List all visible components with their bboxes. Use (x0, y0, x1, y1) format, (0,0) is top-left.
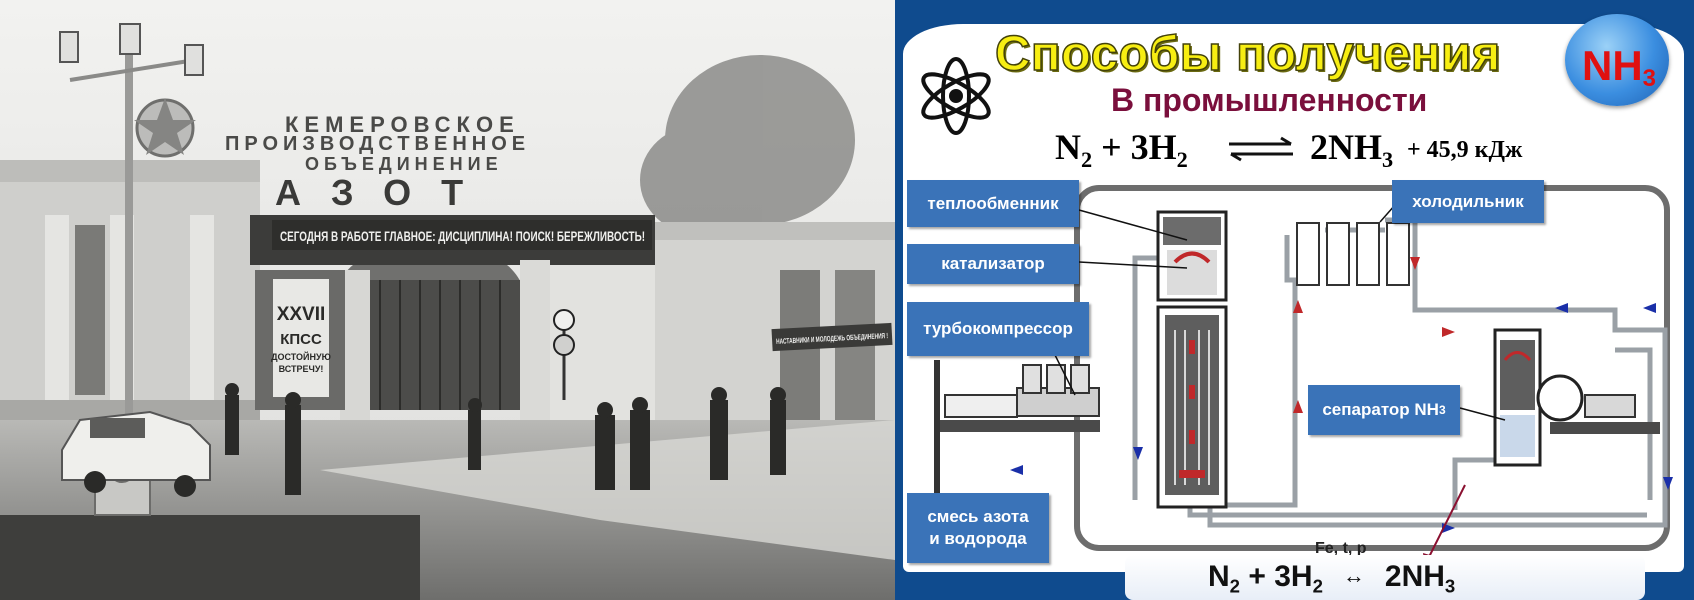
equilibrium-arrows-icon (1229, 136, 1293, 162)
reactor-column (1156, 210, 1228, 509)
congress-poster: XXVII КПСС ДОСТОЙНУЮ ВСТРЕЧУ! (271, 277, 331, 399)
rooftop-sign: КЕМЕРОВСКОЕ ПРОИЗВОДСТВЕННОЕ ОБЪЕДИНЕНИЕ… (225, 112, 530, 213)
poster-line-3: ДОСТОЙНУЮ (271, 351, 331, 362)
separator-unit (1493, 328, 1542, 467)
sign-line-3: ОБЪЕДИНЕНИЕ (305, 154, 503, 174)
label-catalyst: катализатор (907, 244, 1079, 284)
cooler-unit (1296, 222, 1410, 286)
slide-title: Способы получения (994, 26, 1501, 82)
motor-unit (1536, 374, 1660, 434)
equation-reactants: N2 + 3H2 (1055, 127, 1188, 172)
ammonia-synthesis-slide: Способы получения NH3 В промышленности N… (895, 0, 1694, 600)
label-cooler: холодильник (1392, 180, 1544, 223)
slide-subtitle: В промышленности (1111, 82, 1428, 118)
sign-line-4: АЗОТ (275, 172, 493, 213)
nh3-badge (1565, 14, 1669, 106)
flow-arrows-blue (1010, 303, 1673, 533)
sign-line-1: КЕМЕРОВСКОЕ (285, 112, 520, 137)
bottom-equation-box (1125, 555, 1645, 600)
poster-line-2: КПСС (280, 331, 322, 348)
factory-gate-photo: КЕМЕРОВСКОЕ ПРОИЗВОДСТВЕННОЕ ОБЪЕДИНЕНИЕ… (0, 0, 895, 600)
label-turbocompressor: турбокомпрессор (907, 302, 1089, 356)
equation-product: 2NH3 (1310, 127, 1394, 172)
car-icon (61, 410, 211, 497)
atom-icon (921, 57, 991, 135)
flow-arrows-red (1293, 257, 1455, 413)
turbocompressor-unit (934, 360, 1100, 500)
poster-line-1: XXVII (277, 304, 326, 325)
sign-line-2: ПРОИЗВОДСТВЕННОЕ (225, 133, 530, 155)
bottom-equation: N2 + 3H2↔2NH3 (1208, 560, 1456, 597)
equation-energy: + 45,9 кДж (1407, 137, 1523, 163)
poster-line-4: ВСТРЕЧУ! (279, 364, 324, 374)
label-heat-exchanger: теплообменник (907, 180, 1079, 227)
process-diagram (934, 185, 1673, 567)
reaction-conditions: Fe, t, p (1315, 540, 1367, 557)
road-sign-icon (553, 309, 575, 400)
gate-banner-text: СЕГОДНЯ В РАБОТЕ ГЛАВНОЕ: ДИСЦИПЛИНА! ПО… (280, 229, 645, 244)
nh3-badge-text: NH3 (1582, 42, 1657, 92)
pedestrians (225, 383, 786, 495)
star-emblem-icon (134, 98, 196, 158)
